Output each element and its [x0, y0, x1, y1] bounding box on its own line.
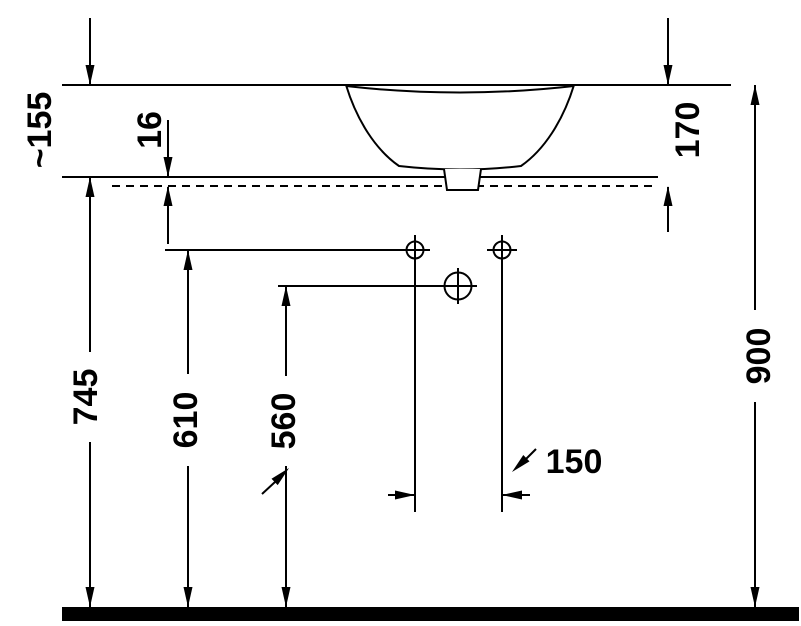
fixing-hole-left — [405, 240, 425, 260]
arrowhead-right — [395, 490, 415, 500]
dimension-745: 745 — [67, 177, 105, 607]
arrowhead-down — [85, 65, 95, 85]
dim-560-leader-tail — [261, 481, 276, 495]
label-mask — [70, 352, 102, 442]
arrowhead-up — [163, 186, 173, 206]
floor — [62, 607, 799, 621]
dimension-610: 610 — [167, 250, 205, 607]
arrowhead-up — [85, 177, 95, 197]
dimension-label-900: 900 — [740, 328, 778, 385]
arrowhead-left — [502, 490, 522, 500]
arrowhead-up — [663, 186, 673, 206]
arrowhead-down — [750, 587, 760, 607]
dimension-150: 150 — [388, 443, 602, 500]
label-mask — [268, 376, 302, 466]
floor-bar — [62, 607, 799, 621]
dimension-560: 560 — [261, 286, 303, 607]
arrowhead-down — [663, 65, 673, 85]
dim-150-leader-tail — [524, 448, 537, 461]
dimension-170: 170 — [663, 18, 707, 232]
arrowhead-up — [281, 286, 291, 306]
arrowhead-down — [183, 587, 193, 607]
arrowhead-up — [183, 250, 193, 270]
dimension-label-170: 170 — [669, 102, 707, 159]
arrowhead-down-left — [512, 455, 530, 472]
basin-rim-arc — [345, 85, 575, 94]
fixing-hole-right — [492, 240, 512, 260]
label-mask — [738, 310, 772, 402]
dimension-label-560: 560 — [265, 393, 303, 450]
mounting-holes — [165, 235, 517, 512]
label-mask — [170, 374, 204, 466]
dimension-label-745: 745 — [67, 369, 105, 426]
dimension-900: 900 — [738, 85, 778, 607]
arrowhead-up-right — [271, 468, 289, 486]
dimension-16: 16 — [131, 111, 173, 244]
dimension-label-150: 150 — [546, 443, 603, 481]
arrowhead-down — [163, 157, 173, 177]
dimension-label-610: 610 — [167, 392, 205, 449]
basin-foot — [443, 168, 482, 191]
basin-bowl-outline — [344, 84, 576, 171]
dimension-155: ~155 — [21, 18, 95, 168]
arrowhead-down — [85, 587, 95, 607]
arrowhead-up — [750, 85, 760, 105]
arrowhead-down — [281, 587, 291, 607]
washbasin — [344, 84, 576, 191]
drain-hole — [443, 271, 473, 301]
dimension-label-155: ~155 — [21, 92, 59, 169]
dimension-label-16: 16 — [131, 111, 169, 149]
